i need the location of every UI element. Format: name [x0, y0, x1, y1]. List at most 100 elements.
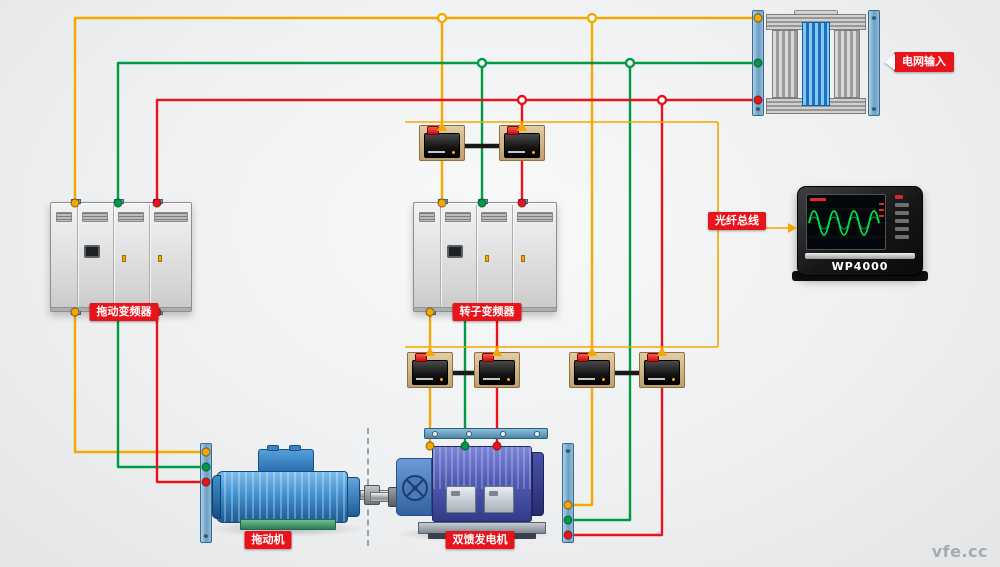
drive-inverter-label: 拖动变频器	[89, 303, 159, 321]
cable-gland	[71, 199, 81, 204]
fiber-bus-label: 光纤总线	[708, 212, 766, 230]
sensor-label	[428, 151, 445, 153]
sensor-terminal-cap	[482, 353, 494, 362]
cabinet-divider	[149, 205, 150, 306]
sensor-terminal-cap	[415, 353, 427, 362]
phase-b-wires	[116, 61, 758, 522]
cabinet-display	[447, 245, 463, 258]
wp4000-analyzer: WP4000	[792, 186, 928, 281]
transformer-coil-left	[772, 30, 798, 98]
watermark: vfe.cc	[931, 542, 988, 561]
waveform-screen	[806, 194, 886, 250]
sensor-body	[424, 133, 460, 158]
drive-motor-label: 拖动机	[244, 531, 292, 549]
sensor-label	[416, 378, 433, 380]
analyzer-button	[895, 211, 909, 215]
vent-grille	[445, 212, 471, 222]
transformer-right-bracket	[868, 10, 880, 116]
motor-drive-end	[347, 477, 360, 517]
analyzer-trim	[805, 253, 915, 259]
sensor-label	[578, 378, 595, 380]
vent-grille	[82, 212, 108, 222]
busbar-screw	[500, 430, 506, 437]
cabinet-handle	[122, 255, 126, 262]
rotor-inverter-label: 转子变频器	[452, 303, 522, 321]
waveform-icon	[807, 198, 885, 238]
generator-foot	[428, 533, 450, 539]
cabinet-divider	[77, 205, 78, 306]
sensor-led	[602, 378, 605, 381]
generator-foot	[514, 533, 536, 539]
grid-input-callout: 电网输入	[884, 52, 954, 72]
power-led	[895, 195, 903, 199]
current-sensor-1	[419, 125, 465, 161]
transformer-left-bracket	[752, 10, 764, 116]
generator-terminal-box	[446, 486, 476, 513]
drive-motor	[206, 445, 408, 545]
phase-a-wires	[73, 16, 758, 507]
drive-inverter-cabinet	[50, 199, 192, 315]
cabinet-divider	[113, 205, 114, 306]
sensor-label	[508, 151, 525, 153]
busbar-screw	[534, 430, 540, 437]
vent-grille	[481, 212, 507, 222]
sensor-terminal-cap	[647, 353, 659, 362]
cabinet-handle	[158, 255, 162, 262]
motor-body	[216, 471, 348, 523]
vent-grille	[56, 212, 72, 222]
sensor-led	[672, 378, 675, 381]
analyzer-button	[895, 227, 909, 231]
grid-transformer	[752, 8, 880, 118]
busbar-screw	[466, 430, 472, 437]
cable-gland	[114, 199, 124, 204]
generator-fan-end	[396, 458, 432, 516]
busbar-screw	[432, 430, 438, 437]
current-sensor-4	[474, 352, 520, 388]
busbar	[424, 428, 548, 439]
sensor-led	[452, 151, 455, 154]
rotor-inverter-cabinet	[413, 199, 557, 315]
transformer-core	[764, 10, 868, 114]
motor-base	[240, 519, 336, 530]
current-sensor-2	[499, 125, 545, 161]
analyzer-button	[895, 235, 909, 239]
analyzer-button	[895, 203, 909, 207]
cabinet-divider	[440, 205, 441, 306]
sensor-body	[574, 360, 610, 385]
sensor-body	[504, 133, 540, 158]
sensor-terminal-cap	[507, 126, 519, 135]
sensor-body	[644, 360, 680, 385]
vent-grille	[154, 212, 188, 222]
sensor-led	[440, 378, 443, 381]
analyzer-base	[792, 271, 928, 281]
vent-grille	[118, 212, 144, 222]
cable-gland	[478, 199, 488, 204]
analyzer-buttons	[892, 195, 914, 251]
sensor-led	[532, 151, 535, 154]
cabinet-divider	[512, 205, 513, 306]
fan-guard-icon	[402, 475, 428, 501]
transformer-coil-center	[802, 22, 830, 106]
sensor-body	[412, 360, 448, 385]
vent-grille	[419, 212, 435, 222]
vent-grille	[517, 212, 553, 222]
arrow-left-icon	[884, 54, 895, 70]
cabinet-handle	[521, 255, 525, 262]
cabinet-divider	[476, 205, 477, 306]
motor-terminal-box	[258, 445, 314, 473]
generator-label: 双馈发电机	[445, 531, 515, 549]
motor-end-cap	[212, 475, 221, 519]
generator-terminal-box	[484, 486, 514, 513]
cabinet-display	[84, 245, 100, 258]
cabinet-handle	[485, 255, 489, 262]
current-sensor-5	[569, 352, 615, 388]
cable-gland	[518, 199, 528, 204]
sensor-label	[648, 378, 665, 380]
sensor-led	[507, 378, 510, 381]
doubly-fed-generator	[370, 440, 568, 546]
current-sensor-6	[639, 352, 685, 388]
transformer-coil-right	[834, 30, 860, 98]
sensor-body	[479, 360, 515, 385]
analyzer-model-label: WP4000	[831, 260, 889, 273]
